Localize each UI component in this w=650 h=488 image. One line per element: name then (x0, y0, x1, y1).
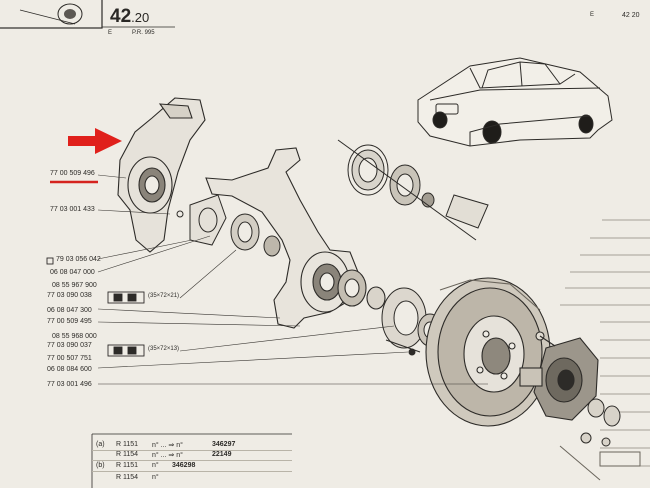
flange-plate (176, 194, 281, 257)
bearing-set-top (337, 139, 489, 241)
row-mark: (a) (96, 441, 105, 448)
studs-nuts (559, 398, 641, 481)
section-main: 42 (110, 6, 132, 27)
row-range: n° ... ⇒ n° (152, 442, 183, 449)
row-model: R 1154 (116, 474, 139, 481)
part-ref-2: 79 03 056 042 (56, 256, 101, 263)
row-number: 346297 (212, 441, 236, 448)
part-ref-1: 77 03 001 433 (50, 206, 95, 213)
row-model: R 1151 (116, 462, 139, 469)
row-range: n° (152, 474, 159, 481)
table-row: (a) R 1151 n° ... ⇒ n° 346297 (92, 441, 292, 451)
row-model: R 1151 (116, 441, 139, 448)
table-row: R 1154 n° (92, 474, 292, 483)
header-frame (0, 0, 175, 29)
row-model: R 1154 (116, 451, 139, 458)
part-ref-5: 77 03 090 038 (47, 292, 92, 299)
highlight-arrow (68, 128, 122, 154)
section-number: 42.20 (110, 6, 149, 28)
row-mark: (b) (96, 462, 105, 469)
table-row: R 1154 n° ... ⇒ n° 22149 (92, 451, 292, 461)
part-ref-4: 08 55 967 900 (52, 282, 97, 289)
part-ref-3: 06 08 047 000 (50, 269, 95, 276)
header-right-code: E (590, 12, 595, 18)
part-ref-0: 77 00 509 496 (50, 170, 95, 177)
part-ref-7: 77 00 509 495 (47, 318, 92, 325)
table-frame (91, 433, 292, 488)
row-number: 346298 (172, 462, 196, 469)
brake-disc (425, 277, 551, 427)
part-ref-6: 06 08 047 300 (47, 307, 92, 314)
bearing-symbols (46, 257, 145, 357)
car-illustration (417, 57, 613, 147)
header-pr-code: P.R. 995 (132, 30, 155, 36)
hub-carrier (205, 147, 386, 329)
steering-knuckle (117, 97, 206, 253)
bearing-dim-upper: (35×72×21) (148, 293, 180, 299)
row-number: 22149 (212, 451, 232, 458)
part-ref-11: 06 08 084 600 (47, 366, 92, 373)
part-ref-12: 77 03 001 496 (47, 381, 92, 388)
row-range: n° ... ⇒ n° (152, 452, 183, 459)
part-ref-9: 77 03 090 037 (47, 342, 92, 349)
table-row: (b) R 1151 n° 346298 (92, 462, 292, 472)
wheel-hub (519, 331, 599, 421)
part-ref-10: 77 00 507 751 (47, 355, 92, 362)
margin-rules (560, 219, 650, 467)
part-ref-8: 08 55 968 000 (52, 333, 97, 340)
header-right-corner: 42 20 (622, 12, 640, 19)
row-range: n° (152, 462, 159, 469)
header-left-code: E (108, 30, 113, 36)
bearing-dim-lower: (35×72×13) (148, 346, 180, 352)
leader-lines (97, 174, 488, 385)
section-suffix: .20 (131, 10, 150, 25)
